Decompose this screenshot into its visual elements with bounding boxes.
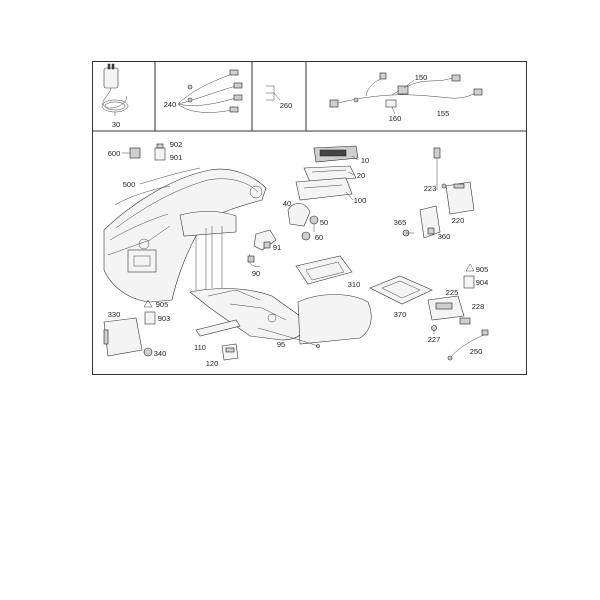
cable-part-250[interactable] [447, 329, 489, 361]
label-905-left: 905 [156, 300, 169, 309]
label-340: 340 [154, 349, 167, 358]
label-360: 360 [438, 232, 451, 241]
control-box-part-225[interactable] [427, 295, 465, 321]
nut-part-340[interactable] [143, 347, 153, 357]
label-227: 227 [428, 335, 441, 344]
label-370: 370 [394, 310, 407, 319]
tray-part-310[interactable] [295, 255, 353, 285]
label-160: 160 [389, 114, 402, 123]
connector-part-228[interactable] [459, 317, 471, 325]
antenna-cable-part-223[interactable] [433, 147, 447, 190]
frame-part-370[interactable] [369, 275, 433, 305]
warning-sign-905-left [143, 299, 153, 308]
label-30: 30 [112, 120, 120, 129]
holder-part-40[interactable] [287, 203, 311, 227]
cable-set-part[interactable] [177, 69, 243, 113]
label-20: 20 [357, 171, 365, 180]
module-part-901[interactable] [154, 143, 166, 161]
label-223: 223 [424, 184, 437, 193]
holder-part-120[interactable] [221, 343, 239, 361]
mount-part-90[interactable] [247, 253, 261, 267]
module-part-360[interactable] [419, 205, 441, 239]
telephone-handset-part[interactable] [313, 145, 359, 163]
label-903: 903 [158, 314, 171, 323]
label-150: 150 [415, 73, 428, 82]
sensor-part-600[interactable] [122, 147, 141, 159]
label-240: 240 [164, 100, 177, 109]
label-110: 110 [194, 343, 206, 352]
label-91: 91 [273, 243, 281, 252]
nut-part-60[interactable] [301, 231, 311, 241]
label-260: 260 [280, 101, 293, 110]
label-225: 225 [446, 288, 459, 297]
label-50: 50 [320, 218, 328, 227]
label-600: 600 [108, 149, 121, 158]
label-365: 365 [394, 218, 407, 227]
dashboard-illustration [103, 168, 372, 345]
screw-part-227[interactable] [431, 325, 437, 335]
label-905-right: 905 [476, 265, 489, 274]
label-901: 901 [170, 153, 183, 162]
label-120: 120 [206, 359, 219, 368]
label-155: 155 [437, 109, 450, 118]
label-330: 330 [108, 310, 121, 319]
label-250: 250 [470, 347, 483, 356]
control-unit-part-220[interactable] [445, 181, 475, 215]
label-500: 500 [123, 180, 136, 189]
module-part-903[interactable] [144, 311, 156, 325]
connector-part[interactable] [266, 85, 281, 101]
cover-part-110[interactable] [195, 319, 241, 337]
label-60: 60 [315, 233, 323, 242]
label-228: 228 [472, 302, 485, 311]
charger-part[interactable] [101, 63, 129, 116]
label-902: 902 [170, 140, 183, 149]
warning-sign-905-right [465, 263, 475, 272]
module-part-904[interactable] [463, 275, 475, 289]
label-90: 90 [252, 269, 260, 278]
label-220: 220 [452, 216, 465, 225]
label-904: 904 [476, 278, 489, 287]
label-10: 10 [361, 156, 369, 165]
screw-part-365[interactable] [402, 229, 414, 237]
label-40: 40 [283, 199, 291, 208]
label-310: 310 [348, 280, 361, 289]
wiring-harness-part[interactable] [329, 72, 483, 108]
screw-part-50[interactable] [309, 215, 319, 232]
cable-part-95[interactable] [257, 327, 320, 348]
bracket-part-91[interactable] [253, 229, 277, 251]
control-unit-part-330[interactable] [103, 317, 143, 357]
label-100: 100 [354, 196, 367, 205]
label-95: 95 [277, 340, 285, 349]
base-plate-part[interactable] [295, 177, 353, 201]
